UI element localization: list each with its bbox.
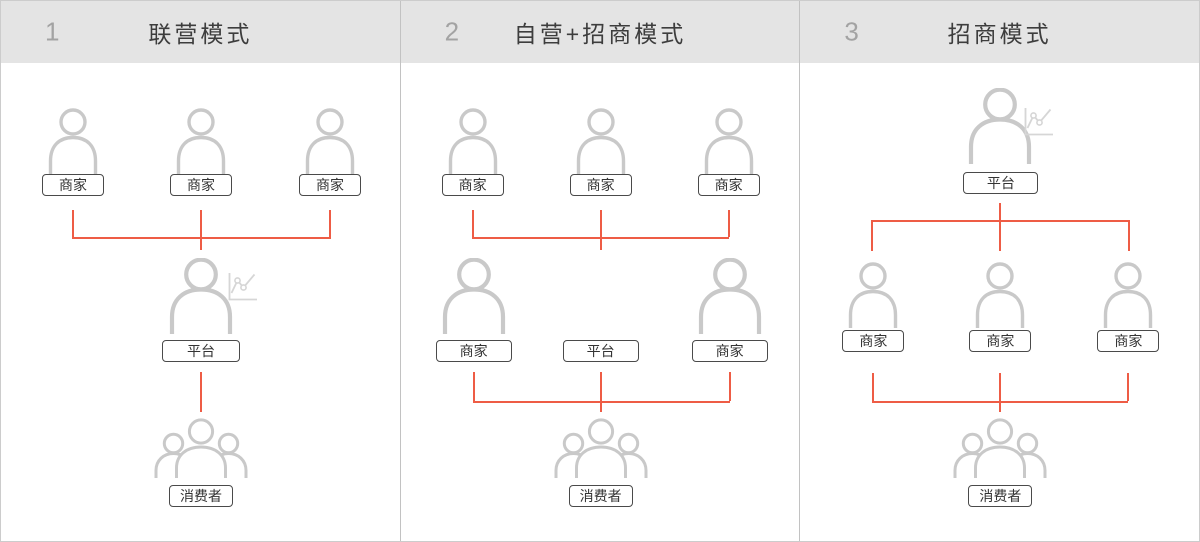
- connector-vline: [472, 372, 475, 401]
- connector-vline: [999, 203, 1002, 220]
- trend-chart-icon: [1023, 107, 1053, 137]
- connector-vline: [871, 220, 874, 251]
- merchant-tag: 商家: [697, 174, 760, 196]
- connector-vline: [599, 210, 602, 237]
- platform-tag: 平台: [562, 340, 639, 362]
- consumer-tag: 消费者: [568, 485, 633, 507]
- connector-vline: [872, 373, 875, 401]
- platform-person-icon: [168, 258, 234, 334]
- merchant-person-icon: [703, 108, 755, 174]
- connector-vline: [599, 401, 602, 412]
- connector-vline: [999, 401, 1002, 412]
- merchant-tag: 商家: [569, 174, 632, 196]
- merchant-tag: 商家: [170, 174, 232, 196]
- consumers-group-icon: [554, 418, 648, 478]
- panel-body: 商家 商家 商家 平台 消费者: [1, 63, 400, 541]
- platform-tag: 平台: [162, 340, 240, 362]
- panel-title: 招商模式: [947, 21, 1052, 47]
- panel-self-operated-plus-merchant-mode: 2 自营+招商模式 商家 商家 商家 商家 平台 商家: [399, 1, 800, 541]
- connector-vline: [727, 210, 730, 237]
- connector-vline: [471, 210, 474, 237]
- panel-header: 1 联营模式: [1, 1, 400, 63]
- consumers-group-icon: [953, 418, 1047, 478]
- panel-joint-operation-mode: 1 联营模式 商家 商家 商家 平台 消费者: [1, 1, 400, 541]
- panel-title: 联营模式: [148, 21, 253, 47]
- connector-vline: [1127, 373, 1130, 401]
- merchant-person-icon: [1102, 262, 1154, 328]
- merchant-tag: 商家: [435, 340, 512, 362]
- consumer-tag: 消费者: [968, 485, 1033, 507]
- merchant-person-icon: [974, 262, 1026, 328]
- merchant-person-icon: [447, 108, 499, 174]
- merchant-tag: 商家: [299, 174, 361, 196]
- connector-vline: [999, 220, 1002, 251]
- panel-merchant-investment-mode: 3 招商模式 平台 商家 商家 商家 消费者: [799, 1, 1199, 541]
- panel-title: 自营+招商模式: [513, 21, 687, 47]
- merchant-person-icon-large: [697, 258, 763, 334]
- platform-tag: 平台: [963, 172, 1039, 194]
- panel-number: 2: [444, 16, 460, 47]
- merchant-tag: 商家: [1097, 330, 1160, 352]
- merchant-tag: 商家: [441, 174, 504, 196]
- merchant-person-icon: [575, 108, 627, 174]
- panel-header: 2 自营+招商模式: [400, 1, 800, 63]
- merchant-person-icon: [847, 262, 899, 328]
- panel-number: 1: [45, 16, 60, 47]
- connector-vline: [999, 373, 1002, 401]
- connector-vline: [200, 372, 202, 412]
- trend-chart-icon: [227, 272, 257, 302]
- consumers-group-icon: [154, 418, 248, 478]
- panel-header: 3 招商模式: [800, 1, 1199, 63]
- connector-vline: [72, 210, 74, 237]
- merchant-person-icon: [304, 108, 356, 174]
- merchant-tag: 商家: [691, 340, 768, 362]
- panel-body: 商家 商家 商家 商家 平台 商家 消费者: [401, 63, 800, 541]
- panel-body: 平台 商家 商家 商家 消费者: [800, 63, 1199, 541]
- consumer-tag: 消费者: [169, 485, 233, 507]
- connector-vline: [200, 210, 202, 237]
- connector-vline: [200, 237, 202, 250]
- connector-vline: [599, 237, 602, 250]
- connector-vline: [599, 372, 602, 401]
- merchant-person-icon: [47, 108, 99, 174]
- merchant-tag: 商家: [842, 330, 905, 352]
- merchant-tag: 商家: [969, 330, 1032, 352]
- merchant-tag: 商家: [42, 174, 104, 196]
- merchant-person-icon-large: [441, 258, 507, 334]
- merchant-person-icon: [175, 108, 227, 174]
- connector-vline: [1128, 220, 1131, 251]
- connector-vline: [329, 210, 331, 237]
- connector-vline: [728, 372, 731, 401]
- panel-number: 3: [844, 16, 859, 47]
